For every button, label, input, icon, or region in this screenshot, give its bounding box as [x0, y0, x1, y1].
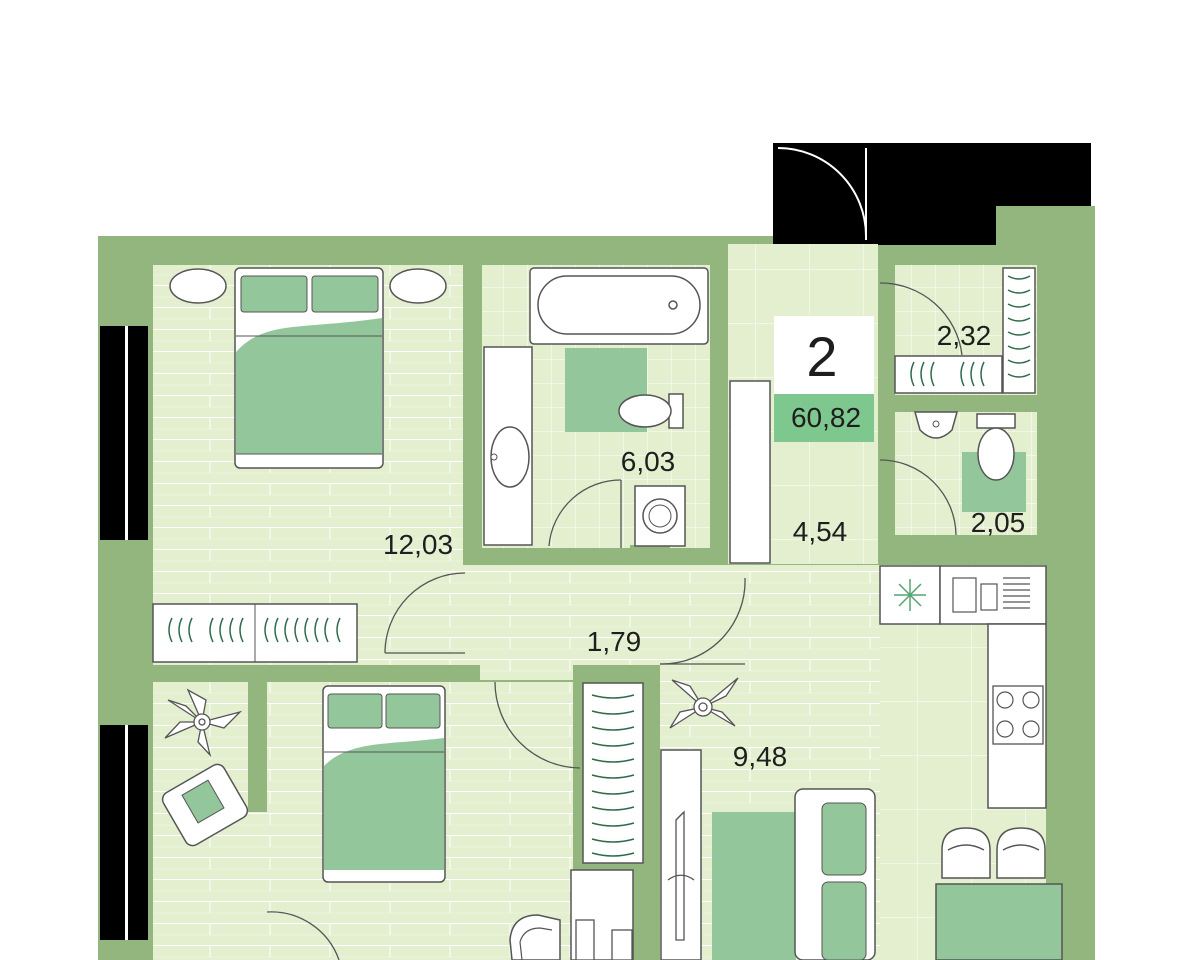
bathroom-furniture: [483, 267, 709, 548]
closet-furniture: [879, 267, 1036, 394]
area-corridor: 1,79: [587, 626, 642, 657]
badge-room-count-bg: [774, 316, 874, 394]
badge-total-area-bg: [774, 394, 874, 442]
area-bathroom: 6,03: [621, 446, 676, 477]
area-closet: 2,32: [937, 320, 992, 351]
dining-table: [935, 883, 1063, 960]
living-furniture: [509, 677, 876, 960]
nightstand-right: [389, 268, 447, 304]
area-wc: 2,05: [971, 507, 1026, 538]
area-bedroom-1: 12,03: [383, 529, 453, 560]
bedroom-1-furniture: [152, 267, 447, 663]
labels: 2 60,82 12,03 6,03 4,54 2,32 2,05 1,79 9…: [383, 320, 1025, 772]
kitchen-furniture: [879, 565, 1063, 960]
rug: [712, 812, 796, 960]
area-living-kitchen: 9,48: [733, 741, 788, 772]
area-hall: 4,54: [793, 516, 848, 547]
corridor-doors: [384, 572, 746, 769]
plant-living: [669, 677, 739, 729]
entrance-vestibule: [773, 143, 1095, 246]
bedroom-2-furniture: [161, 685, 446, 960]
total-area: 60,82: [791, 402, 861, 433]
plant-bedroom: [164, 688, 243, 758]
toilet-bathroom: [618, 393, 684, 429]
hall-closet: [729, 380, 771, 564]
hall-furniture: [729, 316, 874, 564]
toilet-wc: [976, 413, 1016, 481]
room-count: 2: [806, 325, 837, 388]
armchair: [161, 763, 249, 847]
wc-furniture: [879, 411, 1026, 536]
nightstand-left: [169, 268, 227, 304]
dining-chairs: [941, 827, 1046, 879]
shelf: [582, 682, 644, 864]
snowflake-icon: [894, 579, 926, 611]
desk-chair: [509, 914, 561, 960]
